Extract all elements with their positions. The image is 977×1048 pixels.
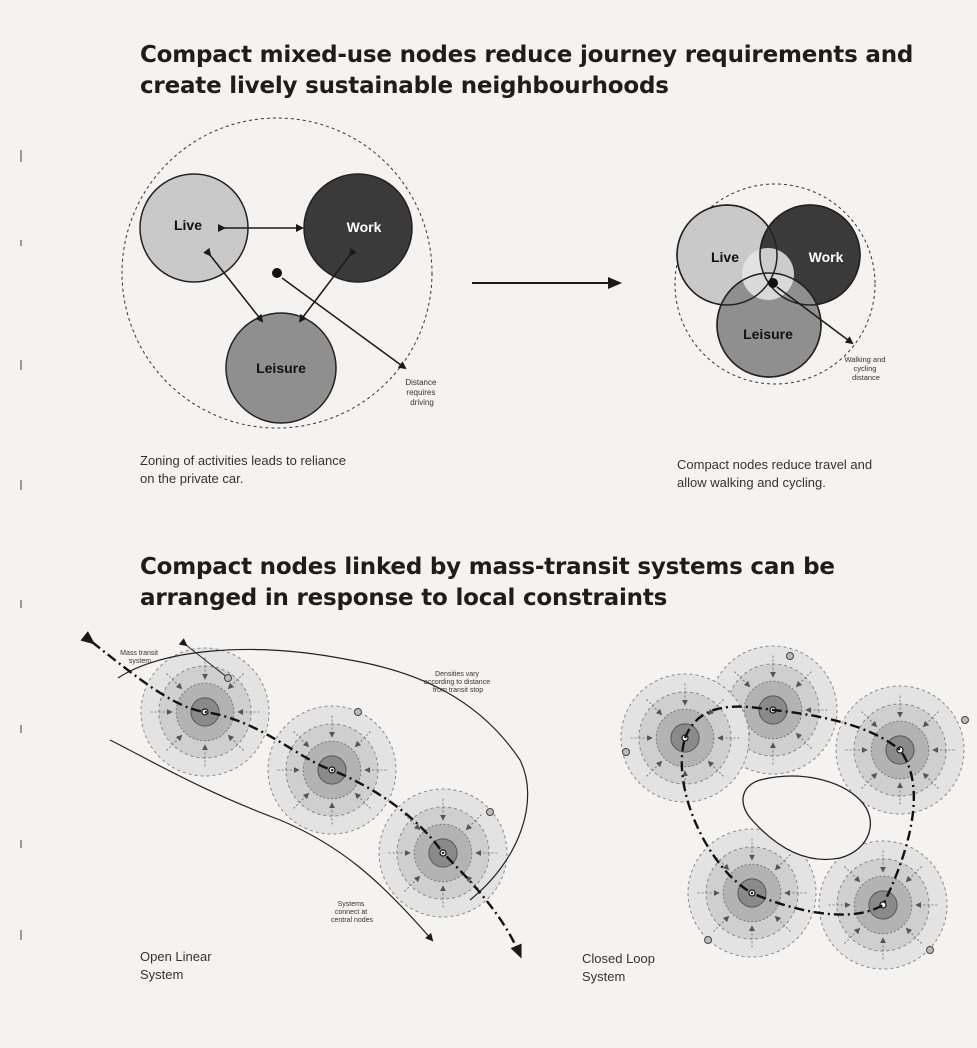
work-label: Work — [347, 219, 382, 235]
node-density-arrow — [646, 699, 663, 716]
loop-junction — [622, 748, 630, 756]
linear-annotations: Mass transit system Densities vary accor… — [120, 650, 492, 924]
driving-distance-arrow — [281, 277, 407, 370]
node-density-arrow — [713, 854, 730, 871]
compact-live-label: Live — [711, 249, 739, 265]
open-linear-label: Open Linear System — [140, 948, 212, 984]
loop-system — [620, 645, 969, 970]
margin-mark — [20, 725, 22, 733]
linear-top-arrow — [178, 638, 229, 679]
driving-distance-label: Distance requires driving — [405, 378, 438, 407]
bottom-heading-line-2: arranged in response to local constraint… — [140, 585, 668, 611]
compact-caption-line-1: Compact nodes reduce travel and — [677, 457, 873, 472]
node-density-arrow — [646, 760, 663, 777]
loop-junction — [961, 716, 969, 724]
node-density-arrow — [905, 866, 922, 883]
mass-transit-label: Mass transit system — [120, 650, 160, 665]
node-density-arrow — [844, 866, 861, 883]
densities-label: Densities vary according to distance fro… — [424, 671, 492, 694]
bottom-heading: Compact nodes linked by mass-transit sys… — [140, 552, 970, 614]
node-density-arrow — [861, 772, 878, 789]
live-leisure-arrow — [203, 247, 264, 323]
margin-mark — [20, 240, 22, 246]
zoning-caption-line-1: Zoning of activities leads to reliance — [140, 453, 346, 468]
live-label: Live — [174, 217, 202, 233]
loop-junction — [926, 946, 934, 954]
zoning-diagram: Live Work Leisure Distance requires driv… — [121, 117, 438, 429]
compact-caption-line-2: allow walking and cycling. — [677, 475, 826, 490]
node-density-arrow — [844, 927, 861, 944]
zoning-center-dot — [272, 268, 282, 278]
zoning-caption: Zoning of activities leads to reliance o… — [140, 452, 346, 488]
closed-loop-label: Closed Loop System — [582, 950, 655, 986]
node-density-arrow — [713, 915, 730, 932]
linear-junction — [354, 708, 362, 716]
node-density-arrow — [774, 915, 791, 932]
transit-stop — [896, 746, 904, 754]
leisure-label: Leisure — [256, 360, 306, 376]
open-linear-label-line-2: System — [140, 967, 184, 982]
margin-mark — [20, 930, 22, 940]
linear-junction — [224, 674, 232, 682]
node-density-arrow — [774, 854, 791, 871]
linear-junction — [486, 808, 494, 816]
work-leisure-arrow — [298, 247, 357, 323]
node-density-arrow — [734, 671, 751, 688]
compact-caption: Compact nodes reduce travel and allow wa… — [677, 456, 872, 492]
compact-boundary — [674, 183, 876, 385]
top-heading-line-2: create lively sustainable neighbourhoods — [140, 73, 669, 99]
compact-leisure-label: Leisure — [743, 326, 793, 342]
leisure-circle — [225, 312, 337, 424]
zoning-caption-line-2: on the private car. — [140, 471, 244, 486]
node-density-arrow — [861, 711, 878, 728]
compact-work-label: Work — [809, 249, 844, 265]
walking-distance-arrow — [776, 286, 854, 345]
margin-mark — [20, 600, 22, 608]
loop-junction — [786, 652, 794, 660]
compact-center-dot — [768, 278, 778, 288]
compact-diagram: Live Work Leisure Walking and cycling di… — [674, 183, 887, 385]
systems-connect-label: Systems connect at central nodes — [331, 901, 374, 924]
node-density-arrow — [707, 760, 724, 777]
node-density-arrow — [922, 711, 939, 728]
zoning-boundary — [121, 117, 433, 429]
margin-mark — [20, 840, 22, 848]
margin-mark — [20, 480, 22, 490]
node-density-arrow — [922, 772, 939, 789]
loop-junction — [704, 936, 712, 944]
closed-loop-label-line-2: System — [582, 969, 626, 984]
closed-loop-label-line-1: Closed Loop — [582, 951, 655, 966]
node-density-arrow — [795, 732, 812, 749]
node-density-arrow — [795, 671, 812, 688]
loop-center-void — [742, 775, 871, 861]
linear-system — [80, 631, 529, 959]
top-heading-line-1: Compact mixed-use nodes reduce journey r… — [140, 42, 914, 68]
mass-transit-line — [80, 631, 522, 959]
node-density-arrow — [905, 927, 922, 944]
open-linear-label-line-1: Open Linear — [140, 949, 212, 964]
overlap-zone — [742, 248, 794, 300]
node-density-arrow — [707, 699, 724, 716]
margin-mark — [20, 360, 22, 370]
walking-distance-label: Walking and cycling distance — [844, 355, 887, 382]
top-heading: Compact mixed-use nodes reduce journey r… — [140, 40, 970, 102]
bottom-heading-line-1: Compact nodes linked by mass-transit sys… — [140, 554, 835, 580]
loop-transit-line — [680, 705, 915, 916]
margin-mark — [20, 150, 22, 162]
